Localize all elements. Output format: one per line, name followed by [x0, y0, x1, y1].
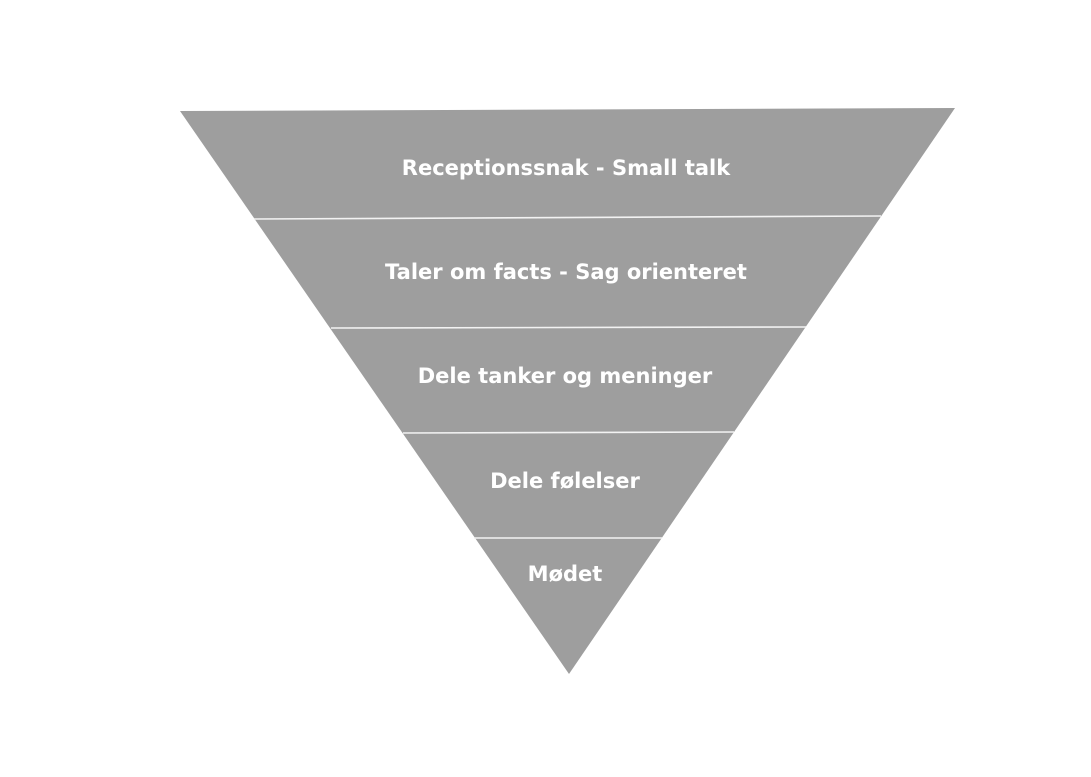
layer-divider — [402, 431, 735, 434]
layer-divider — [253, 215, 882, 220]
layer-label-meeting: Mødet — [528, 562, 603, 586]
layer-label-facts: Taler om facts - Sag orienteret — [385, 260, 747, 284]
layer-divider — [330, 326, 807, 329]
layer-label-thoughts-opinions: Dele tanker og meninger — [418, 364, 713, 388]
layer-label-small-talk: Receptionssnak - Small talk — [402, 156, 731, 180]
layer-label-feelings: Dele følelser — [490, 469, 640, 493]
pyramid-shape — [180, 108, 955, 674]
